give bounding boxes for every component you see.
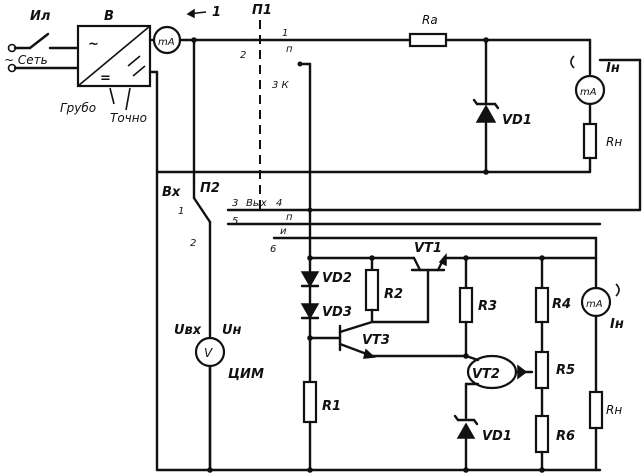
vt3-label: VT3: [362, 333, 390, 348]
cim-label: ЦИМ: [228, 367, 264, 382]
r5-label: R5: [556, 363, 575, 378]
i-load-top: Iн: [606, 61, 620, 76]
meter-ma-1: mA 1: [152, 5, 221, 55]
p2-u: и: [280, 226, 287, 237]
vd2-label: VD2: [322, 271, 352, 286]
resistor-ra: Rа: [408, 13, 448, 48]
meter1-label: mA: [158, 37, 175, 48]
resistor-r2: R2: [364, 256, 403, 324]
resistor-rn-top: [582, 122, 598, 160]
p2-t2: 2: [190, 238, 196, 249]
fine-label: Точно: [110, 111, 147, 125]
p2-4: 4: [276, 198, 282, 209]
transistor-vt3: VT3: [308, 320, 458, 359]
block-b-label: В: [104, 9, 114, 24]
switch-p1: П1 1 2 п 3 К: [240, 3, 312, 260]
vd1-top-label: VD1: [502, 113, 532, 128]
rn-top-label: Rн: [606, 135, 622, 149]
mains-input: Ил ~ Сеть: [4, 9, 80, 73]
meter-top-label: mA: [580, 87, 597, 98]
switch-main-label: Ил: [30, 9, 51, 24]
p2-label: П2: [200, 181, 220, 196]
fine-leader: [125, 87, 131, 111]
p2-p: п: [286, 212, 293, 223]
transistor-vt2: VT2: [466, 354, 534, 390]
p2-3: 3: [232, 198, 238, 209]
resistor-r3: R3: [458, 256, 497, 358]
vyx-label: Вых: [246, 198, 267, 209]
transistor-vt1: VT1: [370, 241, 447, 324]
resistor-rn-bottom: [588, 390, 604, 430]
mains-label: ~ Сеть: [4, 53, 48, 67]
p1-t2: 2: [240, 50, 246, 61]
ra-label: Rа: [422, 13, 438, 27]
p2-t1: 1: [178, 206, 184, 217]
power-block-b: ~ = В Грубо Точно: [60, 9, 152, 125]
voltmeter: V Uвх Uн ЦИМ: [174, 323, 264, 472]
r4-label: R4: [552, 297, 571, 312]
p1-t1: 1: [282, 28, 288, 39]
u-n-label: Uн: [222, 323, 242, 338]
coarse-leader: [109, 87, 115, 105]
r2-label: R2: [384, 287, 403, 302]
resistor-r6: R6: [534, 414, 575, 472]
u-in-label: Uвх: [174, 323, 202, 338]
coarse-label: Грубо: [60, 101, 96, 115]
p2-6: 6: [270, 244, 276, 255]
p1-t3k: 3 К: [272, 80, 290, 91]
switch-p2: Вх П2 1 2 3 Вых 4 5 п 6 и: [162, 180, 642, 472]
i-load-bot: Iн: [610, 317, 624, 332]
zener-vd1-top: VD1: [472, 38, 532, 174]
dc-symbol: =: [100, 71, 111, 86]
vd1-bottom-label: VD1: [482, 429, 512, 444]
r1-label: R1: [322, 399, 341, 414]
resistor-r1: R1: [302, 380, 341, 472]
mains-switch-blade: [28, 32, 50, 50]
p1-label: П1: [252, 3, 272, 18]
meter-top-right: mA Iн Rн: [570, 55, 622, 174]
r6-label: R6: [556, 429, 575, 444]
ac-symbol: ~: [88, 37, 99, 52]
arrow-1-label: 1: [212, 5, 221, 20]
volt-label: V: [204, 346, 213, 360]
vd3-label: VD3: [322, 305, 352, 320]
zener-vd2: VD2: [300, 271, 352, 288]
rn-bot-label: Rн: [606, 403, 622, 417]
p2-5: 5: [232, 216, 238, 227]
p1-tp: п: [286, 44, 293, 55]
vt1-label: VT1: [414, 241, 442, 256]
vt2-label: VT2: [472, 367, 500, 382]
zener-vd1-bottom: VD1: [453, 414, 512, 472]
vx-label: Вх: [162, 185, 181, 200]
meter-bot-label: mA: [586, 299, 603, 310]
r3-label: R3: [478, 299, 497, 314]
resistor-r4: R4: [534, 256, 571, 354]
voltmeter-circle: [194, 336, 226, 368]
potentiometer-r5: R5: [534, 350, 575, 418]
meter-bottom-right: mA Iн Rн: [580, 236, 624, 472]
